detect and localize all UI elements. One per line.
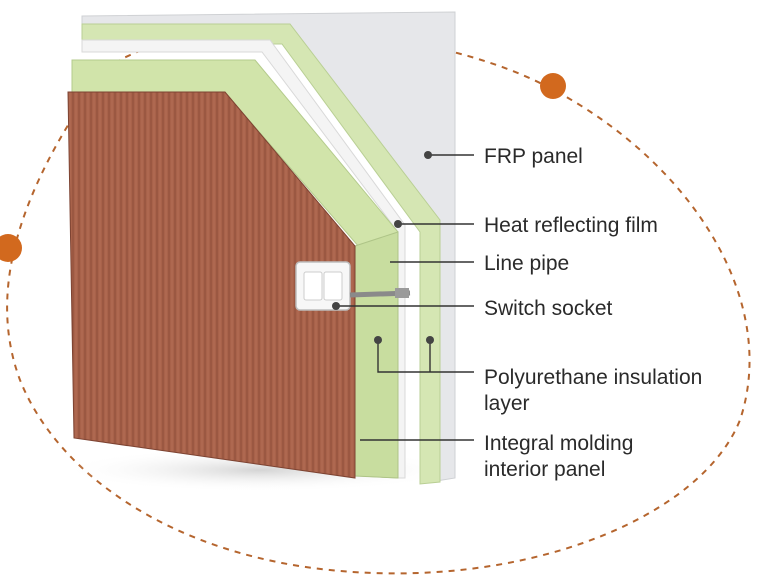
- label-frp-panel: FRP panel: [484, 144, 583, 170]
- switch-socket: [296, 262, 350, 310]
- label-heat-reflecting-film: Heat reflecting film: [484, 213, 658, 239]
- insulation-side: [355, 232, 398, 478]
- label-integral-molding: Integral molding interior panel: [484, 431, 633, 483]
- label-molding-line2: interior panel: [484, 457, 633, 483]
- label-line-pipe: Line pipe: [484, 251, 569, 277]
- dot-frp: [424, 151, 432, 159]
- orbit-dot-left: [0, 234, 22, 262]
- label-switch-socket: Switch socket: [484, 296, 612, 322]
- dot-switch: [332, 302, 340, 310]
- orbit-dot-top: [540, 73, 566, 99]
- label-pu-line2: layer: [484, 391, 702, 417]
- dot-pu-2: [426, 336, 434, 344]
- dot-film: [394, 220, 402, 228]
- label-polyurethane-insulation: Polyurethane insulation layer: [484, 365, 702, 417]
- label-molding-line1: Integral molding: [484, 431, 633, 457]
- label-pu-line1: Polyurethane insulation: [484, 365, 702, 391]
- dot-pu-1: [374, 336, 382, 344]
